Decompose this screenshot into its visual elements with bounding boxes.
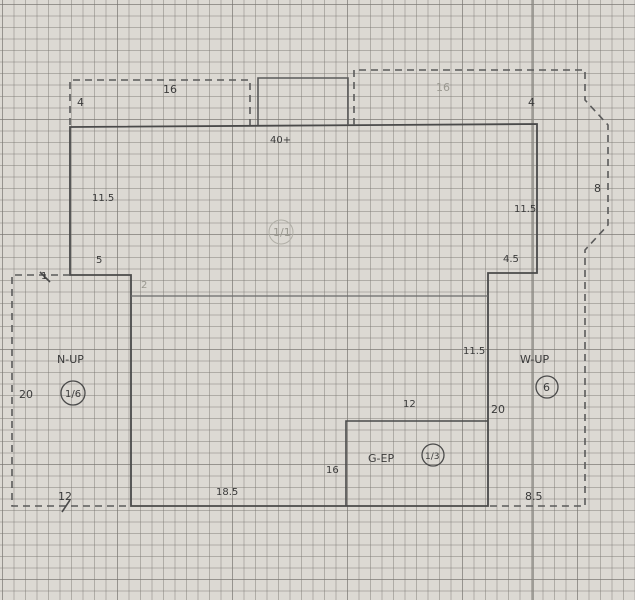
- main-bottom-left-dim: 5: [96, 255, 102, 266]
- top-right-corner: 4: [528, 96, 535, 109]
- top-left-corner: 4: [77, 96, 84, 109]
- right-wall-dim: 20: [491, 403, 505, 416]
- left-wing-id-circle: [60, 380, 86, 406]
- main-room-outline: [69, 123, 538, 507]
- left-wing-dashed: [11, 274, 131, 507]
- right-inner-dim: 11.5: [463, 346, 485, 357]
- bottom-left-tick: [61, 499, 71, 513]
- right-wing-label: W-UP: [520, 353, 549, 366]
- right-wing-id: 6: [543, 381, 550, 394]
- garage-left-dim: 16: [326, 465, 339, 476]
- center-bottom-dim: 18.5: [216, 487, 238, 498]
- left-top-mark: 1: [41, 271, 47, 282]
- main-left-dim: 11.5: [92, 193, 114, 204]
- right-wing-id-circle: [535, 375, 559, 399]
- left-wing-bottom-dim: 12: [58, 490, 72, 503]
- left-wing-label: N-UP: [57, 353, 84, 366]
- left-wing-height-dim: 20: [19, 388, 33, 401]
- garage-id: 1/3: [425, 452, 439, 462]
- top-left-dim: 16: [163, 83, 177, 96]
- top-right-dim: 16: [436, 81, 450, 94]
- main-top-dim: 40+: [270, 135, 291, 146]
- garage-label: G-EP: [368, 452, 394, 465]
- upper-middle-outline: [257, 77, 349, 125]
- right-bay-dim: 8: [594, 182, 601, 195]
- left-tick-mark: [39, 271, 51, 283]
- main-right-dim: 11.5: [514, 204, 536, 215]
- main-bottom-right-dim: 4.5: [503, 254, 519, 265]
- main-inner-step-dim: 2: [141, 280, 147, 291]
- garage-top-dim: 12: [403, 399, 416, 410]
- garage-id-circle: [421, 443, 445, 467]
- main-room-id: 1/1: [273, 226, 291, 239]
- left-wing-id: 1/6: [65, 389, 81, 400]
- upper-left-dashed: [69, 79, 251, 125]
- right-wing-bottom-dim: 8.5: [525, 490, 543, 503]
- garage-outline: [345, 420, 488, 506]
- main-id-circle: [268, 219, 294, 245]
- upper-right-dashed: [353, 69, 609, 507]
